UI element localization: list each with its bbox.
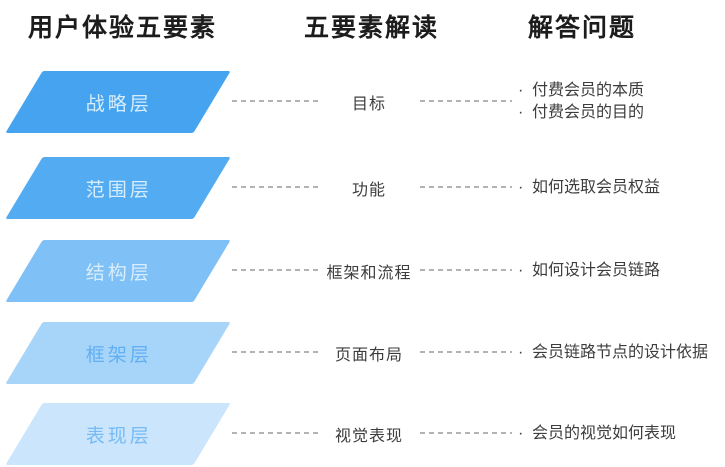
question-list: · 如何设计会员链路 xyxy=(518,240,660,302)
diagram-row-presentation: 表现层 视觉表现 · 会员的视觉如何表现 xyxy=(0,403,725,465)
connector-dash xyxy=(420,100,512,102)
question-text: 会员链路节点的设计依据 xyxy=(532,344,709,361)
column-header-questions: 解答问题 xyxy=(528,14,637,42)
question-text: 会员的视觉如何表现 xyxy=(532,425,677,442)
connector-dash xyxy=(232,269,318,271)
layer-label: 表现层 xyxy=(86,425,153,447)
question-item: · 如何选取会员权益 xyxy=(518,177,660,199)
question-item: · 会员的视觉如何表现 xyxy=(518,423,676,445)
question-text: 如何选取会员权益 xyxy=(532,179,661,196)
question-text: 付费会员的本质 xyxy=(532,82,645,99)
connector-dash xyxy=(232,351,318,353)
connector-dash xyxy=(232,432,318,434)
question-item: · 付费会员的目的 xyxy=(518,102,644,124)
bullet-icon: · xyxy=(518,179,524,196)
interpretation-label: 页面布局 xyxy=(334,347,403,364)
interpretation-label: 框架和流程 xyxy=(326,265,412,282)
layer-parallelogram: 结构层 xyxy=(5,240,231,302)
layer-label: 战略层 xyxy=(86,93,153,115)
layer-label: 结构层 xyxy=(86,262,153,284)
connector-dash xyxy=(420,432,512,434)
question-item: · 会员链路节点的设计依据 xyxy=(518,342,708,364)
connector-dash xyxy=(420,186,512,188)
question-list: · 付费会员的本质 · 付费会员的目的 xyxy=(518,71,644,133)
question-text: 如何设计会员链路 xyxy=(532,262,661,279)
bullet-icon: · xyxy=(518,262,524,279)
layer-parallelogram: 框架层 xyxy=(5,322,231,384)
layer-label: 范围层 xyxy=(86,179,153,201)
layer-label: 框架层 xyxy=(86,344,153,366)
diagram-row-strategy: 战略层 目标 · 付费会员的本质 · 付费会员的目的 xyxy=(0,71,725,133)
bullet-icon: · xyxy=(518,344,524,361)
layer-parallelogram: 表现层 xyxy=(5,403,231,465)
bullet-icon: · xyxy=(518,104,524,121)
question-list: · 会员的视觉如何表现 xyxy=(518,403,676,465)
diagram-row-framework: 框架层 页面布局 · 会员链路节点的设计依据 xyxy=(0,322,725,384)
question-item: · 付费会员的本质 xyxy=(518,80,644,102)
column-header-interpretation: 五要素解读 xyxy=(304,14,440,42)
question-item: · 如何设计会员链路 xyxy=(518,260,660,282)
layer-parallelogram: 范围层 xyxy=(5,157,231,219)
interpretation-label: 目标 xyxy=(351,96,386,113)
connector-dash xyxy=(420,351,512,353)
question-list: · 会员链路节点的设计依据 xyxy=(518,322,708,384)
interpretation-label: 视觉表现 xyxy=(334,428,403,445)
question-text: 付费会员的目的 xyxy=(532,104,645,121)
connector-dash xyxy=(420,269,512,271)
layer-parallelogram: 战略层 xyxy=(5,71,231,133)
bullet-icon: · xyxy=(518,425,524,442)
connector-dash xyxy=(232,186,318,188)
column-header-elements: 用户体验五要素 xyxy=(28,14,218,42)
connector-dash xyxy=(232,100,318,102)
interpretation-label: 功能 xyxy=(351,182,386,199)
diagram-row-structure: 结构层 框架和流程 · 如何设计会员链路 xyxy=(0,240,725,302)
question-list: · 如何选取会员权益 xyxy=(518,157,660,219)
bullet-icon: · xyxy=(518,82,524,99)
diagram-row-scope: 范围层 功能 · 如何选取会员权益 xyxy=(0,157,725,219)
